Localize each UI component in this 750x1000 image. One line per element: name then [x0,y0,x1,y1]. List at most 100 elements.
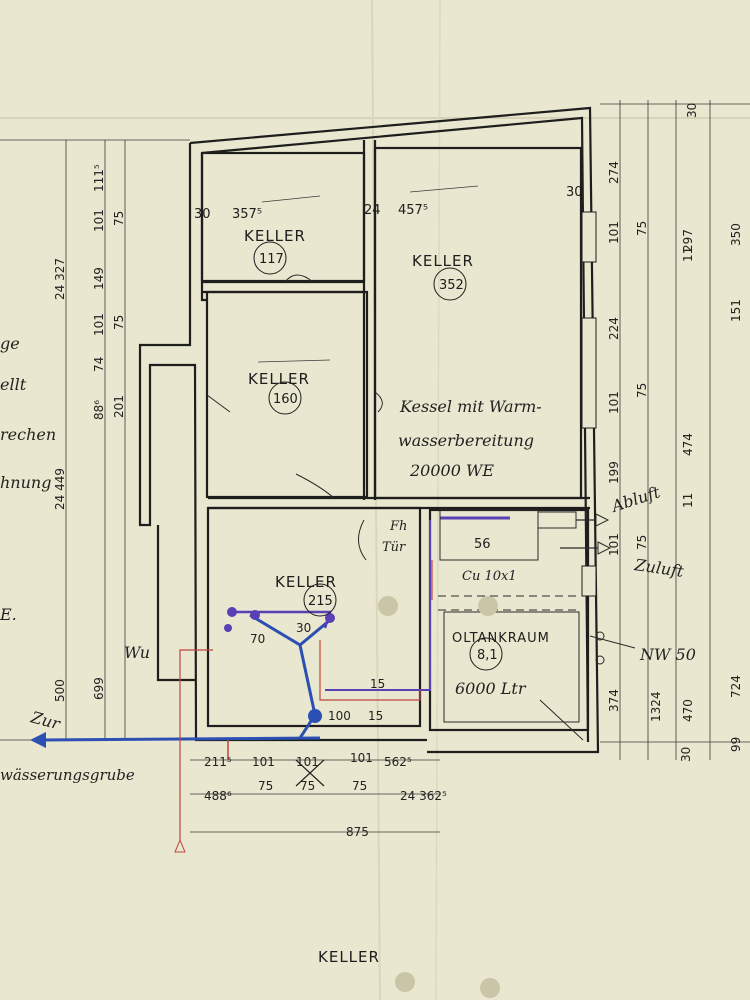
room-area: 56 [474,537,491,552]
room-label: KELLER [412,252,474,270]
tank-volume: 6000 Ltr [455,679,527,698]
room-label: KELLER [248,370,310,388]
dim-text: 224 [607,317,621,340]
punch-hole [480,978,500,998]
room-label: OLTANKRAUM [452,631,550,646]
room-area: 8,1 [477,648,498,663]
dim-text: 75 [300,779,315,793]
dim-text: 101 [92,313,106,336]
room-area: 117 [259,252,284,267]
wu-label: Wu [124,643,150,662]
dim-text: 74 [92,357,106,372]
dim-text: 488⁶ [204,789,232,803]
tank-hatch [438,595,584,741]
area-circle [268,381,302,415]
dim-text: 101 [607,533,621,556]
margin-note: ge [0,334,20,353]
dim-text: 151 [729,299,743,322]
dim-text: 101 [607,221,621,244]
dim-text: 101 [92,209,106,232]
drain-target: wässerungsgrube [0,766,135,784]
dim-text: 500 [53,679,67,702]
room-width: 457⁵ [398,203,428,218]
dim-text: 30 [679,747,693,762]
pipe-dim: 100 [328,709,351,723]
dim-text: 101 [252,755,275,769]
width-arrows [257,185,479,363]
area-circle [253,241,287,275]
supply-label: Zuluft [632,555,685,581]
dim-text: 75 [635,221,649,236]
dim-text: 1324 [649,691,663,722]
door-label: Tür [382,540,406,555]
footer-label: KELLER [318,948,380,966]
room-area: 215 [308,594,333,609]
dim-text: 470 [681,699,695,722]
dim-text: 101 [607,391,621,414]
dim-text: 88⁶ [92,400,106,420]
paper-fold [435,0,441,1000]
dim-text: 562⁵ [384,755,412,769]
heating-pipes [224,516,510,691]
margin-note: ellt [0,375,27,394]
room-label: KELLER [244,227,306,245]
dim-text: 24 449 [53,468,67,510]
dim-text: 724 [729,675,743,698]
boiler-unit [439,509,636,665]
dim-text: 101 [350,751,373,765]
dim-text: 374 [607,689,621,712]
pipe-dim: 30 [296,621,311,635]
margin-note: hnung [0,473,51,492]
boiler-note: Kessel mit Warm- [399,397,542,416]
punch-hole [395,972,415,992]
dim-text: 11 [681,247,695,262]
dim-text: 199 [607,461,621,484]
dim-text: 75 [258,779,273,793]
wall-thickness: 30 [194,207,211,222]
dim-text: 211⁵ [204,755,232,769]
dim-text: 474 [681,433,695,456]
dim-text: 149 [92,267,106,290]
pipe-dim: 70 [250,632,265,646]
windows [581,211,597,597]
room-area: 352 [439,278,464,293]
dim-text: 30 [685,103,699,118]
punch-hole [378,596,398,616]
area-circle [303,583,337,617]
dim-text: 699 [92,677,106,700]
dim-text: 297 [681,229,695,252]
dim-text: 350 [729,223,743,246]
area-circle [469,637,503,671]
pipe-spec: Cu 10x1 [462,569,517,584]
dim-text: 75 [112,315,126,330]
strike-mark [295,759,325,787]
pipe-dim: 15 [370,677,385,691]
exhaust-label: Abluft [607,482,662,516]
dim-text: 101 [296,755,319,769]
dim-text: 75 [352,779,367,793]
dim-text: 111⁵ [92,164,106,192]
red-pipes [174,560,433,853]
fh-label: Fh [389,519,407,534]
dim-text: 11 [681,493,695,508]
doors [206,274,383,561]
room-label: KELLER [275,573,337,591]
dim-text: 24 362⁵ [400,789,447,803]
room-width: 357⁵ [232,207,262,222]
area-circle [433,267,467,301]
dim-text: 24 327 [53,258,67,300]
dimension-lines [0,100,750,833]
dim-text: 75 [112,211,126,226]
margin-note: rechen [0,425,56,444]
dim-text: 201 [112,395,126,418]
dim-text: 875 [346,825,369,839]
dim-text: 75 [635,535,649,550]
punch-hole [478,596,498,616]
pipe-dim: 15 [368,709,383,723]
room-area: 160 [273,392,298,407]
drain-direction: Zur [28,707,63,733]
dim-text: 99 [729,737,743,752]
margin-note: E. [0,605,17,624]
dim-text: 75 [635,383,649,398]
